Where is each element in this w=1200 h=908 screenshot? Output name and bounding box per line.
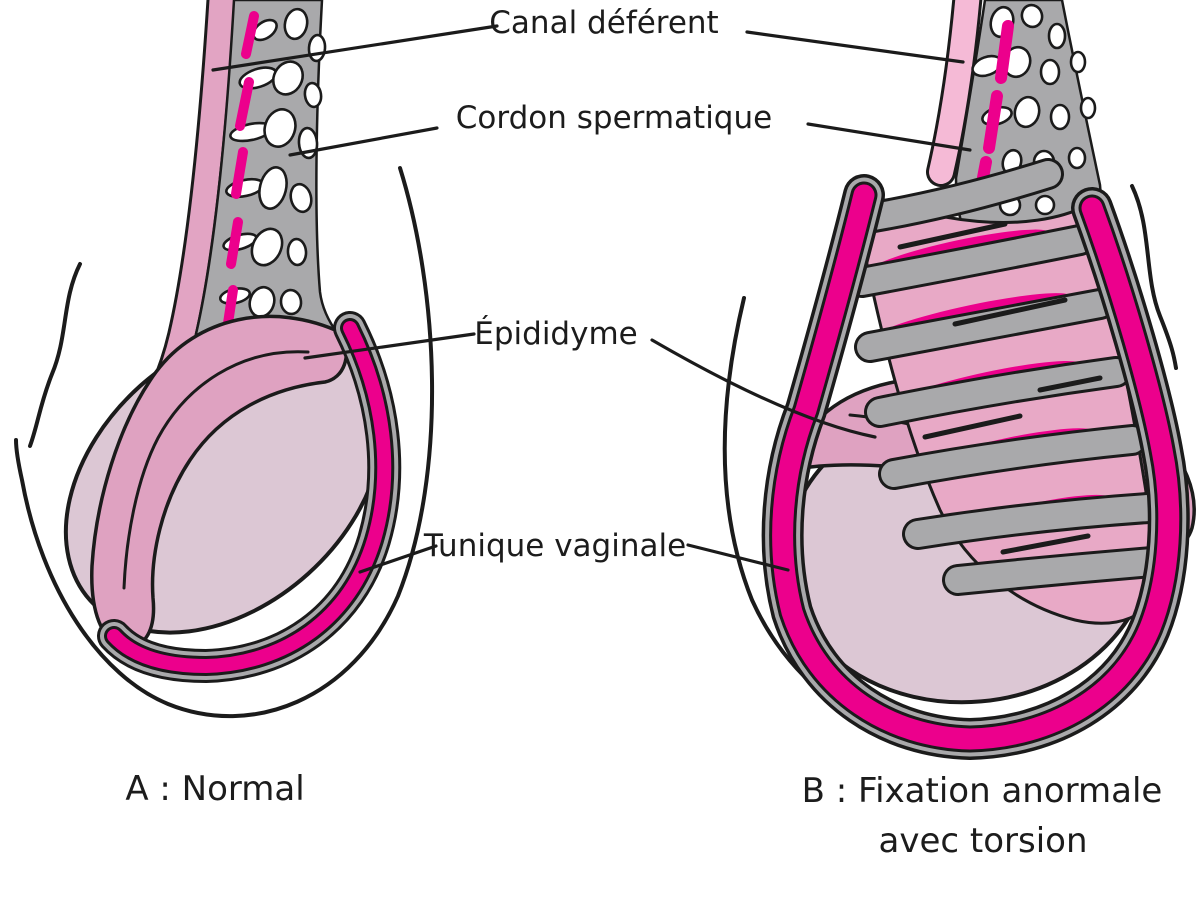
figure-a	[14, 0, 434, 719]
figure-b-scrotum-flourish	[1130, 184, 1178, 370]
label-epididyme: Épididyme	[474, 316, 637, 352]
figure-a-epididymis-crease	[122, 350, 310, 590]
caption-figure-b-line1: B : Fixation anormale	[802, 771, 1163, 811]
annotation-labels: Canal déférent Cordon spermatique Épidid…	[423, 5, 772, 564]
torsion-band-slits	[897, 221, 1103, 555]
figure-b	[722, 0, 1196, 748]
label-canal-deferent: Canal déférent	[489, 5, 718, 41]
annotation-leaders	[211, 24, 972, 574]
figure-captions: A : Normal B : Fixation anormale avec to…	[125, 769, 1162, 861]
caption-figure-b-line2: avec torsion	[879, 821, 1088, 861]
caption-figure-a: A : Normal	[125, 769, 304, 809]
figure-a-testicular-vessels	[222, 11, 259, 335]
leader-canal-deferent-right	[745, 30, 965, 64]
leader-cordon-right	[806, 122, 972, 152]
figure-a-scrotum-flourish	[28, 262, 82, 448]
label-tunique-vaginale: Tunique vaginale	[423, 528, 686, 564]
label-cordon-spermatique: Cordon spermatique	[456, 100, 772, 136]
leader-epididyme-right	[650, 338, 877, 439]
leader-cordon-left	[288, 126, 439, 157]
leader-epididyme-left	[303, 332, 476, 360]
figure-a-scrotum-outline	[14, 166, 434, 719]
leader-tunique-left	[358, 544, 438, 574]
leader-canal-deferent-left	[211, 24, 499, 72]
leader-tunique-right	[686, 543, 790, 572]
